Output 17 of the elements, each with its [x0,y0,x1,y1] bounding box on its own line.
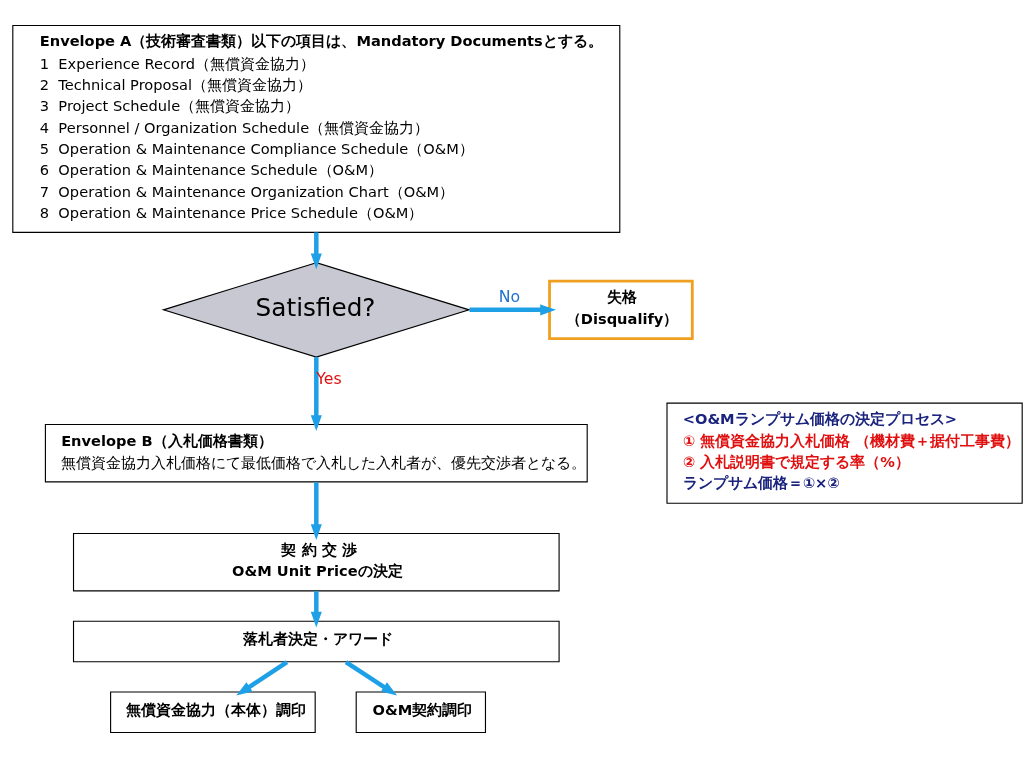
node-box: Envelope A（技術審査書類）以下の項目は、Mandatory Documentsとする。 1 Experience Record（無償資金協力） 2 Technical Proposal（無償資金協力） 3 Project Schedule（無償資金協力） 4 Personnel / Organization Schedule（無償資金協力） 5 Operation & Maintenance Compliance Schedule（O&M） 6 Operation & Maintenance Schedule（O&M） 7 Operation & Maintenance Organization Chart（O&M） 8 Operation & Maintenance Price Schedule（O&M） [12,24,621,233]
node-box: 落札者決定・アワード [72,620,560,663]
arrow [310,357,322,432]
node-box: O&M契約調印 [355,691,487,734]
arrow [469,304,557,316]
node-diamond: Satisfied? [161,262,472,358]
arrow [310,482,322,541]
arrow [310,232,322,270]
node-box: <O&Mランプサム価格の決定プロセス> ① 無償資金協力入札価格 （機材費＋据付工事費） ② 入札説明書で規定する率（%） ランプサム価格＝①×② [666,402,1023,504]
node-box: 失格 （Disqualify） [548,279,694,340]
node-box: Envelope B（入札価格書類） 無償資金協力入札価格にて最低価格で入札した入札者が、優先交渉者となる。 [44,423,588,483]
arrow [310,591,322,628]
arrow [344,660,398,696]
arrow [236,660,289,696]
node-box: 無償資金協力（本体）調印 [110,691,316,734]
node-box: 契 約 交 渉 O&M Unit Priceの決定 [72,533,560,592]
edge-label: No [498,287,521,307]
